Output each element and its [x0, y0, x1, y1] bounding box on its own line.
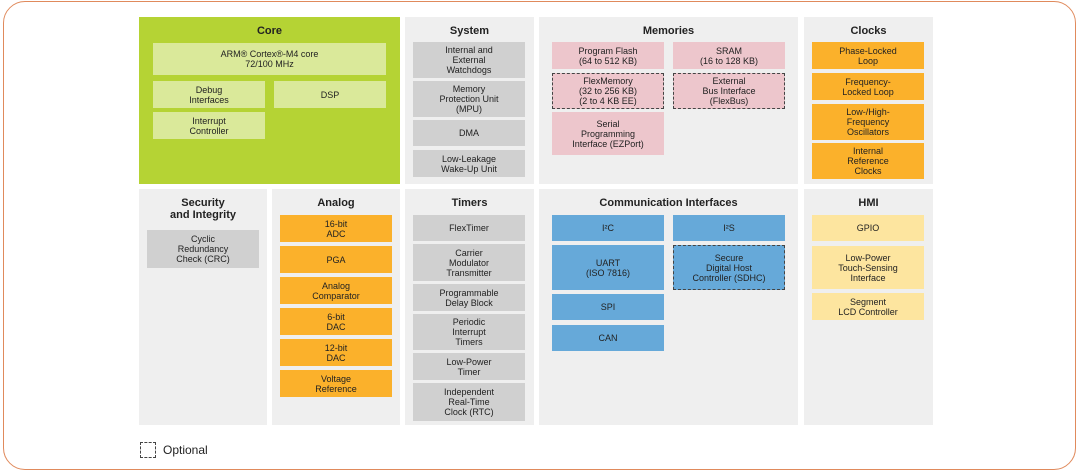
dma-box: DMA [413, 120, 525, 146]
optional-legend-label: Optional [163, 443, 208, 457]
segment-lcd-controller-box: Segment LCD Controller [812, 293, 924, 320]
security-title: Security and Integrity [169, 197, 236, 221]
communication-panel: Communication Interfaces I²C I²S UART (I… [539, 189, 798, 425]
sram-box: SRAM (16 to 128 KB) [673, 42, 785, 69]
spi-box: SPI [552, 294, 664, 320]
clocks-panel: Clocks Phase-Locked Loop Frequency- Lock… [804, 17, 933, 184]
timers-title: Timers [451, 197, 488, 209]
debug-interfaces-box: Debug Interfaces [153, 81, 265, 108]
analog-title: Analog [317, 197, 355, 209]
memories-panel: Memories Program Flash (64 to 512 KB) SR… [539, 17, 798, 184]
ezport-box: Serial Programming Interface (EZPort) [552, 112, 664, 155]
carrier-modulator-box: Carrier Modulator Transmitter [413, 244, 525, 281]
oscillators-box: Low-/High- Frequency Oscillators [812, 104, 924, 140]
wake-up-unit-box: Low-Leakage Wake-Up Unit [413, 150, 525, 177]
can-box: CAN [552, 325, 664, 351]
system-title: System [449, 25, 490, 37]
pll-box: Phase-Locked Loop [812, 42, 924, 69]
periodic-interrupt-timers-box: Periodic Interrupt Timers [413, 314, 525, 350]
cpu-core-box: ARM® Cortex®-M4 core 72/100 MHz [153, 43, 386, 75]
fll-box: Frequency- Locked Loop [812, 73, 924, 100]
hmi-title: HMI [858, 197, 879, 209]
core-panel: Core ARM® Cortex®-M4 core 72/100 MHz Deb… [139, 17, 400, 184]
external-bus-interface-box: External Bus Interface (FlexBus) [673, 73, 785, 109]
pga-box: PGA [280, 246, 392, 273]
flexmemory-box: FlexMemory (32 to 256 KB) (2 to 4 KB EE) [552, 73, 664, 109]
i2s-box: I²S [673, 215, 785, 241]
gpio-box: GPIO [812, 215, 924, 241]
watchdogs-box: Internal and External Watchdogs [413, 42, 525, 78]
memories-title: Memories [642, 25, 695, 37]
rtc-box: Independent Real-Time Clock (RTC) [413, 383, 525, 421]
i2c-box: I²C [552, 215, 664, 241]
mpu-box: Memory Protection Unit (MPU) [413, 81, 525, 117]
uart-box: UART (ISO 7816) [552, 245, 664, 290]
dsp-box: DSP [274, 81, 386, 108]
program-flash-box: Program Flash (64 to 512 KB) [552, 42, 664, 69]
touch-sensing-interface-box: Low-Power Touch-Sensing Interface [812, 246, 924, 289]
system-panel: System Internal and External Watchdogs M… [405, 17, 534, 184]
communication-title: Communication Interfaces [599, 197, 738, 209]
interrupt-controller-box: Interrupt Controller [153, 112, 265, 139]
crc-box: Cyclic Redundancy Check (CRC) [147, 230, 259, 268]
hmi-panel: HMI GPIO Low-Power Touch-Sensing Interfa… [804, 189, 933, 425]
analog-comparator-box: Analog Comparator [280, 277, 392, 304]
timers-panel: Timers FlexTimer Carrier Modulator Trans… [405, 189, 534, 425]
optional-legend-swatch [140, 442, 156, 458]
diagram-frame [3, 1, 1076, 470]
core-title: Core [256, 25, 283, 37]
analog-panel: Analog 16-bit ADC PGA Analog Comparator … [272, 189, 400, 425]
internal-reference-clocks-box: Internal Reference Clocks [812, 143, 924, 179]
low-power-timer-box: Low-Power Timer [413, 353, 525, 380]
clocks-title: Clocks [850, 25, 887, 37]
sdhc-box: Secure Digital Host Controller (SDHC) [673, 245, 785, 290]
voltage-reference-box: Voltage Reference [280, 370, 392, 397]
adc-16bit-box: 16-bit ADC [280, 215, 392, 242]
flextimer-box: FlexTimer [413, 215, 525, 241]
programmable-delay-block-box: Programmable Delay Block [413, 284, 525, 311]
dac-12bit-box: 12-bit DAC [280, 339, 392, 366]
dac-6bit-box: 6-bit DAC [280, 308, 392, 335]
security-panel: Security and Integrity Cyclic Redundancy… [139, 189, 267, 425]
